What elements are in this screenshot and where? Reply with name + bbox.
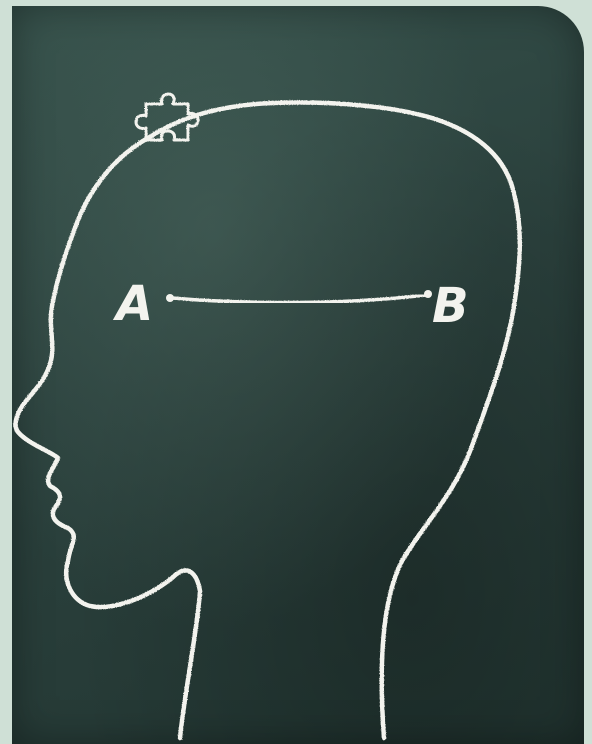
point-b-dot (424, 290, 432, 298)
point-a-dot (166, 294, 174, 302)
label-a: A (112, 276, 153, 332)
chalk-drawing: A B (12, 6, 584, 744)
head-outline (16, 103, 520, 738)
label-b: B (432, 278, 469, 334)
connector-line (172, 295, 426, 303)
chalkboard: A B (12, 6, 584, 744)
